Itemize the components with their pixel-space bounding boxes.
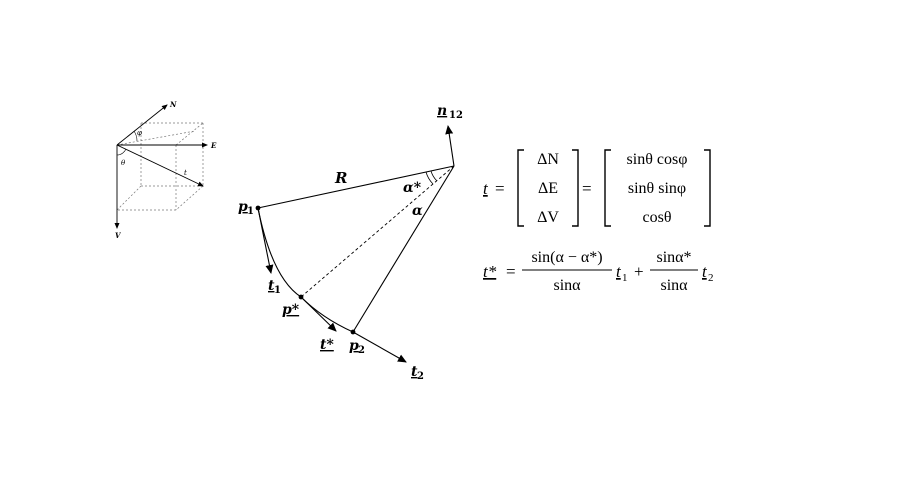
point-pstar	[298, 294, 304, 300]
svg-text:2: 2	[417, 371, 424, 382]
frac1-numerator: sin(α − α*)	[531, 249, 602, 266]
vec2-row-2: sinθ sinφ	[628, 180, 686, 197]
svg-text:p: p	[238, 199, 248, 215]
t1-vector	[257, 207, 274, 274]
vec1-right-bracket	[572, 149, 579, 227]
label-pstar: p*	[282, 302, 300, 318]
tstar-vector	[300, 296, 337, 332]
label-n12: n 12	[437, 103, 463, 121]
svg-text:2: 2	[358, 345, 365, 356]
coordinate-box: N E V φ θ t	[114, 100, 217, 240]
t-label: t	[184, 169, 187, 177]
svg-text:1: 1	[274, 285, 281, 296]
svg-text:t: t	[268, 278, 275, 294]
svg-text:n: n	[437, 103, 447, 119]
svg-text:p: p	[349, 338, 359, 354]
north-label: N	[169, 100, 177, 109]
svg-text:t: t	[411, 364, 418, 380]
label-alpha: α	[412, 203, 423, 219]
svg-text:p*: p*	[282, 302, 300, 318]
eq1-lhs: t	[483, 179, 489, 198]
radius-R	[257, 165, 455, 209]
label-p1: p 1	[238, 199, 254, 217]
phi-arc	[133, 130, 138, 142]
svg-text:1: 1	[247, 206, 254, 217]
label-p2: p 2	[349, 338, 365, 356]
alpha-star-arc-inner	[430, 170, 438, 182]
arc-diagram: R α* α n 12 p 1 t 1 p* t* p 2 t 2	[238, 103, 463, 382]
eq2-equals: =	[506, 262, 516, 281]
frac1-denominator: sinα	[553, 277, 581, 294]
t-vector	[116, 144, 204, 187]
radius-to-pstar	[300, 165, 455, 298]
eq2-lhs: t*	[483, 262, 497, 281]
svg-text:t*: t*	[320, 337, 334, 353]
eq2-plus: +	[634, 262, 644, 281]
label-t1: t 1	[268, 278, 281, 296]
label-tstar: t*	[320, 337, 334, 353]
eq2-term-t2: t 2	[702, 262, 714, 284]
theta-label: θ	[121, 159, 126, 167]
vec1-row-3: ΔV	[537, 209, 559, 226]
alpha-star-arc-outer	[425, 171, 434, 185]
vec1-left-bracket	[517, 149, 524, 227]
vec2-right-bracket	[704, 149, 711, 227]
frac2-denominator: sinα	[660, 277, 688, 294]
phi-label: φ	[137, 129, 142, 137]
eq1-equals-1: =	[495, 179, 505, 198]
vec2-row-3: cosθ	[643, 209, 672, 226]
vec1-row-1: ΔN	[537, 151, 559, 168]
east-label: E	[210, 141, 217, 150]
label-R: R	[334, 169, 347, 187]
svg-text:2: 2	[708, 272, 714, 284]
eq2-term-t1: t 1	[616, 262, 628, 284]
north-axis	[116, 104, 168, 146]
n12-vector	[445, 125, 455, 167]
vec1-row-2: ΔE	[538, 180, 558, 197]
svg-text:t: t	[616, 262, 622, 281]
arc-curve	[257, 207, 354, 333]
theta-arc	[116, 148, 127, 156]
vec2-left-bracket	[604, 149, 611, 227]
equation-2: t* = sin(α − α*) sinα t 1 + sinα* sinα t…	[483, 249, 714, 294]
equation-1: t = ΔN ΔE ΔV = sinθ cosφ sinθ sinφ cosθ	[483, 149, 711, 227]
t2-vector	[352, 331, 407, 363]
label-t2: t 2	[411, 364, 424, 382]
vec2-row-1: sinθ cosφ	[627, 151, 688, 168]
point-p2	[350, 329, 356, 335]
frac2-numerator: sinα*	[656, 249, 691, 266]
label-alpha-star: α*	[403, 180, 422, 196]
svg-text:t: t	[702, 262, 708, 281]
point-p1	[255, 205, 261, 211]
radius-to-p2	[352, 165, 455, 333]
eq1-equals-2: =	[582, 179, 592, 198]
vertical-label: V	[115, 231, 122, 240]
svg-text:12: 12	[449, 110, 463, 121]
svg-text:1: 1	[622, 272, 628, 284]
cube-outline	[116, 122, 204, 211]
